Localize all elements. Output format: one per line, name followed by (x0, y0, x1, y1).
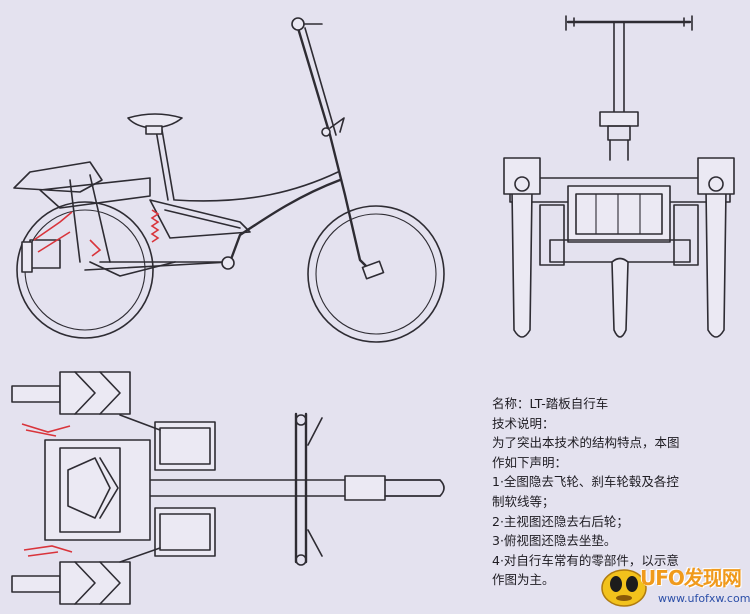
top-view (11, 371, 445, 605)
notes-line: 为了突出本技术的结构特点，本图 (492, 435, 680, 451)
side-view (13, 17, 445, 343)
notes-line: 4·对自行车常有的零部件，以示意 (492, 552, 679, 568)
front-wheel (307, 205, 445, 343)
left-rear-wheel-edge (511, 184, 533, 338)
right-rear-wheel-edge (705, 184, 727, 338)
main-frame (228, 178, 342, 264)
notes-line: 1·全图隐去飞轮、刹车轮毂及各控 (492, 474, 679, 490)
technical-notes: 名称：LT-踏板自行车 技术说明： 为了突出本技术的结构特点，本图 作如下声明：… (492, 394, 748, 590)
notes-line: 作如下声明： (492, 454, 568, 470)
pedal-board-right (154, 507, 216, 557)
watermark-brand: UFO发现网 (640, 566, 742, 590)
front-wheel-edge (611, 257, 629, 338)
rear-wheel (16, 201, 154, 339)
ufo-logo-icon (601, 569, 647, 607)
notes-line: 制软线等； (492, 493, 555, 509)
saddle (127, 113, 183, 129)
steering-column (296, 26, 374, 274)
watermark: UFO发现网 www.ufofxw.com (600, 558, 750, 614)
notes-title: 名称：LT-踏板自行车 (492, 396, 609, 411)
pedal-board-left (154, 421, 216, 471)
notes-line: 3·俯视图还隐去坐垫。 (492, 533, 617, 549)
front-view (503, 15, 735, 338)
notes-subtitle: 技术说明： (492, 415, 555, 431)
notes-line: 2·主视图还隐去右后轮； (492, 513, 629, 529)
rear-spring (150, 209, 160, 243)
notes-line: 作图为主。 (492, 572, 555, 588)
control-lines (21, 423, 71, 437)
watermark-url: www.ufofxw.com (658, 592, 750, 605)
